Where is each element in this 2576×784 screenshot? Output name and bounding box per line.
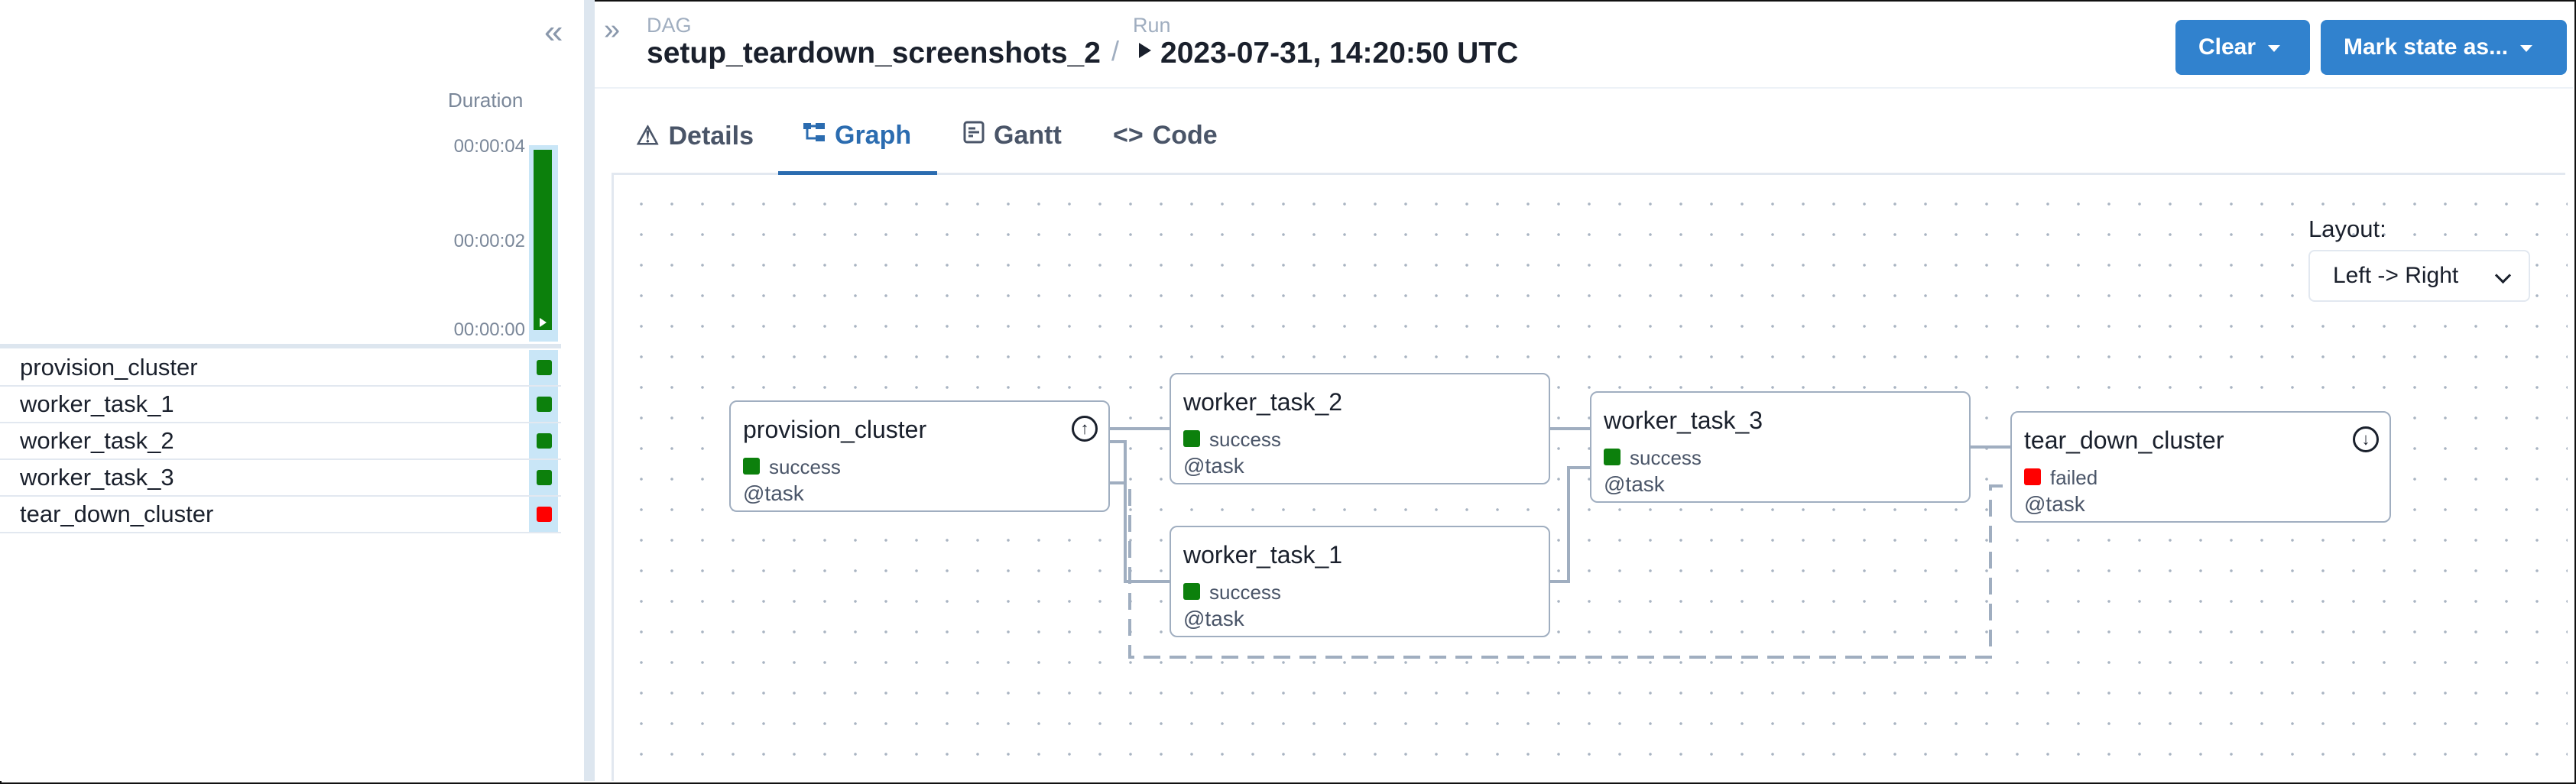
task-name: worker_task_3 — [20, 464, 174, 491]
header-divider — [595, 87, 2573, 89]
duration-label: Duration — [448, 89, 524, 112]
node-title: worker_task_2 — [1183, 388, 1343, 416]
dag-run-duration-column — [529, 145, 558, 342]
status-square-success — [743, 458, 760, 475]
dag-run-duration-bar[interactable] — [534, 150, 552, 330]
task-name: worker_task_2 — [20, 427, 174, 454]
layout-select[interactable]: Left -> Right — [2308, 250, 2530, 302]
gantt-icon — [963, 121, 985, 151]
node-title: provision_cluster — [743, 416, 927, 443]
caret-down-icon — [2268, 44, 2281, 52]
task-node-worker-task-1[interactable]: worker_task_1 success @task — [1170, 526, 1550, 637]
tab-details[interactable]: ⚠ Details — [636, 121, 754, 174]
task-instance-cell[interactable] — [529, 350, 558, 385]
duration-tick-max: 00:00:04 — [453, 136, 525, 157]
warning-icon: ⚠ — [636, 121, 660, 151]
grid-divider — [0, 344, 561, 348]
breadcrumb-run-id[interactable]: 2023-07-31, 14:20:50 UTC — [1160, 37, 1519, 70]
node-title: tear_down_cluster — [2024, 426, 2224, 454]
status-square-success — [537, 360, 552, 375]
node-title: worker_task_1 — [1183, 541, 1343, 569]
layout-label: Layout: — [2308, 215, 2386, 242]
task-row-tear-down-cluster[interactable]: tear_down_cluster — [0, 497, 561, 533]
clear-button[interactable]: Clear — [2175, 20, 2310, 75]
node-status: success — [1604, 446, 1702, 470]
tab-gantt[interactable]: Gantt — [963, 121, 1062, 174]
node-status-text: success — [1209, 428, 1281, 451]
task-row-provision-cluster[interactable]: provision_cluster — [0, 350, 561, 387]
breadcrumb-separator: / — [1111, 35, 1120, 66]
node-status: success — [1183, 581, 1281, 604]
teardown-arrow-down-icon: ↓ — [2353, 426, 2379, 452]
node-operator: @task — [1604, 472, 1665, 496]
task-instance-cell[interactable] — [529, 387, 558, 422]
active-tab-indicator — [778, 171, 937, 175]
code-icon: <> — [1113, 121, 1144, 150]
caret-down-icon — [2520, 44, 2533, 52]
task-instance-cell[interactable] — [529, 497, 558, 532]
expand-panel-icon[interactable]: » — [604, 14, 621, 46]
node-operator: @task — [2024, 492, 2085, 516]
node-operator: @task — [1183, 607, 1244, 630]
task-instance-cell[interactable] — [529, 423, 558, 458]
node-operator: @task — [743, 481, 804, 505]
task-row-worker-task-2[interactable]: worker_task_2 — [0, 423, 561, 460]
node-status-text: success — [1630, 446, 1702, 469]
breadcrumb-dag-id[interactable]: setup_teardown_screenshots_2 — [647, 37, 1101, 70]
mark-state-button-label: Mark state as... — [2344, 34, 2509, 60]
tabs-divider — [612, 173, 2565, 175]
task-node-provision-cluster[interactable]: provision_cluster ↑ success @task — [729, 400, 1110, 512]
task-name: tear_down_cluster — [20, 501, 214, 527]
breadcrumb-run-label: Run — [1133, 14, 1171, 37]
task-name: worker_task_1 — [20, 390, 174, 417]
status-square-success — [537, 433, 552, 449]
duration-tick-mid: 00:00:02 — [453, 231, 525, 251]
status-square-success — [537, 397, 552, 412]
setup-arrow-up-icon: ↑ — [1072, 416, 1098, 442]
tab-graph-label: Graph — [835, 121, 912, 150]
status-square-success — [1183, 430, 1200, 448]
node-title: worker_task_3 — [1604, 407, 1763, 434]
task-row-worker-task-1[interactable]: worker_task_1 — [0, 387, 561, 423]
status-square-success — [1604, 449, 1621, 466]
grid-panel: « Duration 00:00:04 00:00:02 00:00:00 pr… — [0, 0, 584, 781]
tab-code-label: Code — [1152, 121, 1218, 150]
node-status-text: success — [1209, 581, 1281, 604]
mark-state-button[interactable]: Mark state as... — [2321, 20, 2567, 75]
node-operator: @task — [1183, 454, 1244, 478]
tab-graph[interactable]: Graph — [803, 121, 911, 174]
clear-button-label: Clear — [2198, 34, 2256, 60]
node-status: failed — [2024, 466, 2097, 490]
task-name: provision_cluster — [20, 354, 198, 381]
status-square-success — [1183, 583, 1200, 601]
graph-icon — [803, 121, 826, 151]
status-square-failed — [537, 507, 552, 522]
task-node-worker-task-2[interactable]: worker_task_2 success @task — [1170, 373, 1550, 484]
node-status-text: failed — [2050, 466, 2098, 489]
breadcrumb-dag-label: DAG — [647, 14, 692, 37]
task-row-worker-task-3[interactable]: worker_task_3 — [0, 460, 561, 497]
task-instance-cell[interactable] — [529, 460, 558, 495]
tab-details-label: Details — [668, 121, 754, 151]
duration-tick-min: 00:00:00 — [453, 319, 525, 340]
tab-code[interactable]: <> Code — [1113, 121, 1218, 174]
panel-resize-handle[interactable] — [584, 0, 595, 781]
node-status-text: success — [769, 455, 841, 478]
status-square-failed — [2024, 468, 2041, 486]
collapse-panel-icon[interactable]: « — [544, 13, 563, 50]
chevron-down-icon — [2494, 267, 2512, 284]
task-node-worker-task-3[interactable]: worker_task_3 success @task — [1590, 391, 1971, 503]
status-square-success — [537, 470, 552, 485]
tab-gantt-label: Gantt — [994, 121, 1062, 150]
layout-select-value: Left -> Right — [2333, 263, 2459, 288]
run-play-icon — [1139, 43, 1151, 58]
node-status: success — [743, 455, 841, 479]
play-icon — [540, 318, 547, 327]
node-status: success — [1183, 428, 1281, 452]
task-node-tear-down-cluster[interactable]: tear_down_cluster ↓ failed @task — [2010, 411, 2391, 523]
